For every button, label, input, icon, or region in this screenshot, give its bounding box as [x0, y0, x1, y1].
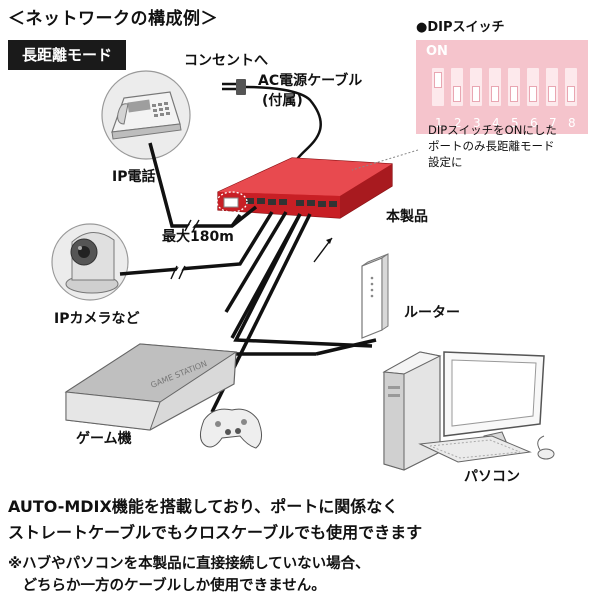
router-icon [361, 253, 389, 339]
dip-switch-2[interactable] [451, 68, 463, 106]
ip-camera-label: IPカメラなど [54, 311, 140, 327]
caution-line: どちらか一方のケーブルしか使用できません。 [8, 578, 326, 594]
caution-line: ※ハブやパソコンを本製品に直接接続していない場合、 [8, 556, 370, 572]
product-switch [216, 157, 393, 219]
dip-number: 6 [530, 116, 538, 130]
ip-phone-icon [101, 70, 191, 160]
diagram-title: ＜ネットワークの構成例＞ [8, 9, 218, 29]
dip-number: 5 [511, 116, 519, 130]
feature-description: AUTO-MDIX機能を搭載しており、ポートに関係なく ストレートケーブルでもク… [8, 494, 422, 546]
dip-switch-panel: ●DIPスイッチ ON 1 2 3 4 5 6 7 8 [416, 16, 594, 134]
caution-note: ※ハブやパソコンを本製品に直接接続していない場合、 どちらか一方のケーブルしか使… [8, 553, 370, 597]
game-console-label: ゲーム機 [76, 431, 132, 447]
dip-note-line: 設定に [428, 155, 463, 169]
dip-number: 3 [473, 116, 481, 130]
game-controller-icon [200, 408, 262, 449]
mode-badge: 長距離モード [8, 40, 127, 70]
dip-switch-box: ON 1 2 3 4 5 6 7 8 [416, 40, 588, 134]
dip-switch-7[interactable] [546, 68, 558, 106]
product-label: 本製品 [386, 209, 428, 225]
ip-camera-icon [51, 223, 129, 301]
dip-number: 7 [549, 116, 557, 130]
dip-note-line: DIPスイッチをONにした [428, 123, 557, 137]
pc-tower-icon [382, 351, 442, 471]
pc-label: パソコン [464, 469, 520, 485]
dip-switch-5[interactable] [508, 68, 520, 106]
outlet-label: コンセントへ [184, 53, 268, 69]
dip-note-line: ポートのみ長距離モード [428, 139, 555, 153]
dip-switch-6[interactable] [527, 68, 539, 106]
ac-cable-sublabel: (付属) [262, 93, 303, 109]
mouse-icon [537, 435, 555, 460]
ip-phone-label: IP電話 [112, 169, 156, 185]
dip-on-label: ON [426, 44, 448, 59]
max-distance-label: 最大180m [162, 229, 234, 245]
ac-cable-label: AC電源ケーブル [258, 73, 363, 89]
keyboard-icon [418, 435, 532, 463]
ac-power-cable [222, 79, 322, 167]
dip-number: 8 [568, 116, 576, 130]
dip-note: DIPスイッチをONにした ポートのみ長距離モード 設定に [428, 122, 557, 170]
dip-number: 1 [435, 116, 443, 130]
router-label: ルーター [404, 305, 460, 321]
game-console-icon: GAME STATION [64, 343, 238, 431]
dip-title: ●DIPスイッチ [416, 20, 505, 35]
dip-switch-3[interactable] [470, 68, 482, 106]
dip-switch-8[interactable] [565, 68, 577, 106]
dip-number: 2 [454, 116, 462, 130]
dip-switch-1[interactable] [432, 68, 444, 106]
feature-line: AUTO-MDIX機能を搭載しており、ポートに関係なく [8, 497, 399, 516]
dip-number: 4 [492, 116, 500, 130]
pc-monitor-icon [443, 351, 545, 451]
feature-line: ストレートケーブルでもクロスケーブルでも使用できます [8, 523, 423, 542]
dip-switch-4[interactable] [489, 68, 501, 106]
